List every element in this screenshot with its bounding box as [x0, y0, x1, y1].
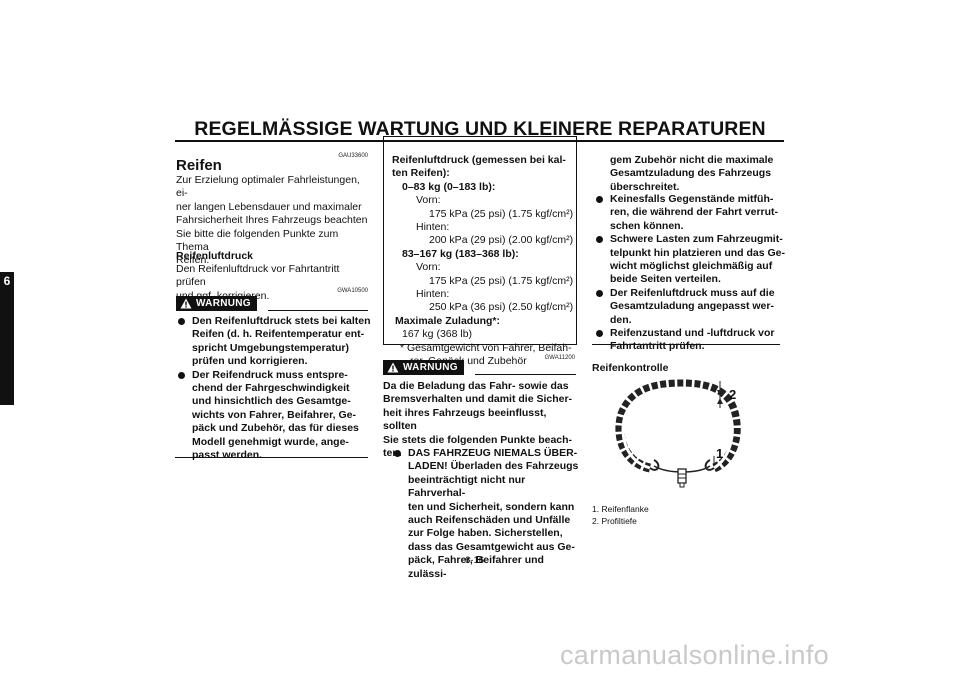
spec-load2-label: 83–167 kg (183–368 lb): — [402, 247, 519, 260]
warning-rule — [268, 310, 368, 311]
subheading-reifenkontrolle: Reifenkontrolle — [592, 362, 669, 374]
bullet-icon — [394, 450, 401, 457]
spec-box — [383, 136, 577, 345]
title-rule — [175, 140, 784, 142]
warning-list: Keinesfalls Gegenstände mitfüh-ren, die … — [594, 193, 786, 354]
spec-max-label: Maximale Zuladung*: — [395, 314, 501, 327]
intro-line: Fahrsicherheit Ihres Fahrzeugs beachten — [176, 214, 368, 227]
intro-line: ner langen Lebensdauer und maximaler — [176, 200, 362, 213]
warning-label: WARNUNG — [196, 298, 251, 309]
warning-rule — [475, 374, 576, 375]
spec-content: Reifenluftdruck (gemessen bei kal- ten R… — [392, 154, 575, 369]
page-number: 6-16 — [465, 555, 485, 566]
watermark: carmanualsonline.info — [560, 640, 829, 670]
spec-title-line: ten Reifen): — [392, 167, 450, 180]
spec-front-label: Vorn: — [416, 194, 441, 207]
sub-text-line: Den Reifenluftdruck vor Fahrtantritt prü… — [176, 263, 340, 289]
callout-1: 1 — [716, 446, 724, 461]
tire-cross-section — [615, 379, 741, 488]
section-code: GAU33600 — [338, 153, 368, 159]
intro-line: Reifen. — [176, 254, 210, 267]
warning-code: GWA11200 — [544, 355, 575, 361]
spec-max-value: 167 kg (368 lb) — [402, 328, 473, 341]
bullet-icon — [178, 318, 185, 325]
warning-badge: WARNUNG — [176, 296, 257, 314]
spec-load2-front: 175 kPa (25 psi) (1.75 kgf/cm²) — [429, 274, 574, 287]
subheading-reifenluftdruck: Reifenluftdruck — [176, 250, 254, 262]
intro-line: Sie bitte die folgenden Punkte zum Thema — [176, 227, 339, 254]
list-item: Schwere Lasten zum Fahrzeugmit-telpunkt … — [594, 233, 786, 287]
list-item: DAS FAHRZEUG NIEMALS ÜBER-LADEN! Überlad… — [392, 447, 582, 581]
bullet-icon — [596, 236, 603, 244]
bullet-icon — [596, 196, 603, 203]
bullet-icon — [596, 289, 603, 297]
figure-captions: 1. Reifenflanke 2. Profiltiefe — [592, 503, 649, 527]
warning-end-rule — [175, 457, 368, 458]
list-item: Keinesfalls Gegenstände mitfüh-ren, die … — [594, 193, 786, 233]
callout-2: 2 — [729, 387, 737, 402]
warning-label: WARNUNG — [403, 362, 458, 373]
warning-list: DAS FAHRZEUG NIEMALS ÜBER-LADEN! Überlad… — [392, 447, 582, 581]
chapter-number: 6 — [3, 274, 11, 288]
tire-diagram — [615, 379, 741, 488]
warning-triangle-icon — [180, 298, 192, 309]
warning-code: GWA10500 — [337, 288, 368, 294]
spec-front-label: Vorn: — [416, 261, 441, 274]
spec-title-line: Reifenluftdruck (gemessen bei kal- — [392, 154, 566, 166]
caption-item: 1. Reifenflanke — [592, 504, 649, 514]
list-item: Der Reifendruck muss entspre-chend der F… — [176, 369, 372, 463]
chapter-tab — [0, 272, 14, 405]
spec-rear-label: Hinten: — [416, 288, 450, 301]
intro-paragraph: Zur Erzielung optimaler Fahrleistungen, … — [176, 174, 371, 268]
spec-rear-label: Hinten: — [416, 221, 450, 234]
warning-badge: WARNUNG — [383, 360, 464, 378]
bullet-icon — [596, 330, 603, 338]
page-title: REGELMÄSSIGE WARTUNG UND KLEINERE REPARA… — [194, 118, 766, 140]
spec-footnote: * Gesamtgewicht von Fahrer, Beifah- — [400, 341, 572, 354]
warning-end-rule — [592, 344, 780, 345]
continuation-text: gem Zubehör nicht die maximale Gesamtzul… — [610, 154, 774, 193]
spec-load1-front: 175 kPa (25 psi) (1.75 kgf/cm²) — [429, 207, 574, 220]
section-heading: Reifen — [176, 157, 222, 174]
spec-load2-rear: 250 kPa (36 psi) (2.50 kgf/cm²) — [429, 301, 574, 314]
tread-depth-marker — [717, 381, 723, 408]
intro-line: Zur Erzielung optimaler Fahrleistungen, … — [176, 174, 360, 200]
caption-item: 2. Profiltiefe — [592, 516, 637, 526]
warning-intro: Da die Beladung das Fahr- sowie das Brem… — [383, 380, 573, 460]
bullet-icon — [178, 371, 185, 379]
spec-load1-rear: 200 kPa (29 psi) (2.00 kgf/cm²) — [429, 234, 574, 247]
spec-load1-label: 0–83 kg (0–183 lb): — [402, 180, 496, 193]
warning-triangle-icon — [387, 362, 399, 373]
